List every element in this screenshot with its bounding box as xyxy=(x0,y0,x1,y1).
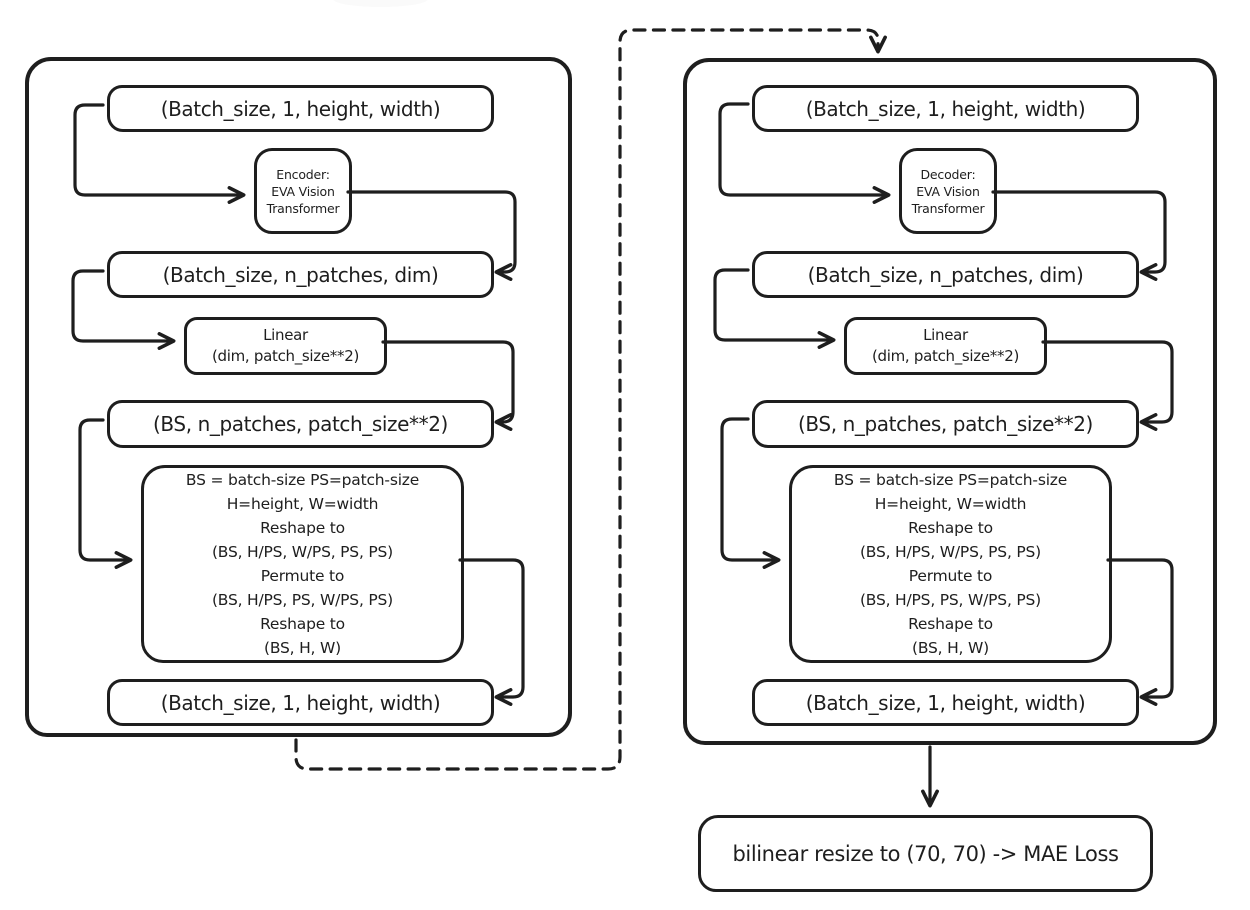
reshape-line: Reshape to xyxy=(260,519,345,537)
reshape-line: Reshape to xyxy=(260,615,345,633)
reshape-line: BS = batch-size PS=patch-size xyxy=(833,471,1068,489)
decoder-patches-shape-box: (BS, n_patches, patch_size**2) xyxy=(752,400,1139,448)
reshape-line: (BS, H/PS, W/PS, PS, PS) xyxy=(211,543,394,561)
reshape-line: H=height, W=width xyxy=(874,495,1027,513)
decoder-output-shape-label: (Batch_size, 1, height, width) xyxy=(805,690,1086,715)
decoder-tokens-shape-label: (Batch_size, n_patches, dim) xyxy=(807,262,1084,287)
decoder-block-box: Decoder: EVA Vision Transformer xyxy=(899,148,997,234)
reshape-line: (BS, H/PS, PS, W/PS, PS) xyxy=(859,591,1042,609)
mae-loss-label: bilinear resize to (70, 70) -> MAE Loss xyxy=(732,841,1119,866)
encoder-panel: (Batch_size, 1, height, width) Encoder: … xyxy=(25,57,572,737)
encoder-block-line: Encoder: xyxy=(276,166,330,182)
reshape-line: (BS, H/PS, W/PS, PS, PS) xyxy=(859,543,1042,561)
encoder-input-shape-box: (Batch_size, 1, height, width) xyxy=(107,85,494,132)
reshape-line: Reshape to xyxy=(908,519,993,537)
decoder-block-line: EVA Vision xyxy=(916,183,980,199)
decoder-block-line: Decoder: xyxy=(920,166,976,182)
reshape-line: (BS, H, W) xyxy=(264,639,341,657)
encoder-output-shape-label: (Batch_size, 1, height, width) xyxy=(160,690,441,715)
decoder-block-line: Transformer xyxy=(911,200,985,216)
encoder-linear-box: Linear (dim, patch_size**2) xyxy=(184,317,387,375)
decoder-patches-shape-label: (BS, n_patches, patch_size**2) xyxy=(798,412,1093,436)
encoder-block-box: Encoder: EVA Vision Transformer xyxy=(254,148,352,234)
reshape-line: H=height, W=width xyxy=(226,495,379,513)
encoder-patches-shape-label: (BS, n_patches, patch_size**2) xyxy=(153,412,448,436)
reshape-line: Permute to xyxy=(260,567,345,585)
top-edge-artifact xyxy=(333,0,428,7)
reshape-line: Reshape to xyxy=(908,615,993,633)
mae-loss-box: bilinear resize to (70, 70) -> MAE Loss xyxy=(698,815,1153,892)
reshape-line: Permute to xyxy=(908,567,993,585)
encoder-input-shape-label: (Batch_size, 1, height, width) xyxy=(160,96,441,121)
encoder-tokens-shape-label: (Batch_size, n_patches, dim) xyxy=(162,262,439,287)
decoder-input-shape-box: (Batch_size, 1, height, width) xyxy=(752,85,1139,132)
decoder-linear-line: Linear xyxy=(923,326,968,344)
encoder-block-line: EVA Vision xyxy=(271,183,335,199)
encoder-block-line: Transformer xyxy=(266,200,340,216)
decoder-reshape-box: BS = batch-size PS=patch-size H=height, … xyxy=(789,465,1112,663)
encoder-output-shape-box: (Batch_size, 1, height, width) xyxy=(107,679,494,726)
decoder-input-shape-label: (Batch_size, 1, height, width) xyxy=(805,96,1086,121)
decoder-panel: (Batch_size, 1, height, width) Decoder: … xyxy=(683,58,1217,745)
decoder-linear-line: (dim, patch_size**2) xyxy=(871,347,1020,365)
decoder-linear-box: Linear (dim, patch_size**2) xyxy=(844,317,1047,375)
encoder-reshape-box: BS = batch-size PS=patch-size H=height, … xyxy=(141,465,464,663)
encoder-patches-shape-box: (BS, n_patches, patch_size**2) xyxy=(107,400,494,448)
encoder-linear-line: Linear xyxy=(263,326,308,344)
encoder-linear-line: (dim, patch_size**2) xyxy=(211,347,360,365)
reshape-line: (BS, H/PS, PS, W/PS, PS) xyxy=(211,591,394,609)
encoder-tokens-shape-box: (Batch_size, n_patches, dim) xyxy=(107,251,494,298)
reshape-line: BS = batch-size PS=patch-size xyxy=(185,471,420,489)
reshape-line: (BS, H, W) xyxy=(912,639,989,657)
decoder-tokens-shape-box: (Batch_size, n_patches, dim) xyxy=(752,251,1139,298)
decoder-output-shape-box: (Batch_size, 1, height, width) xyxy=(752,679,1139,726)
